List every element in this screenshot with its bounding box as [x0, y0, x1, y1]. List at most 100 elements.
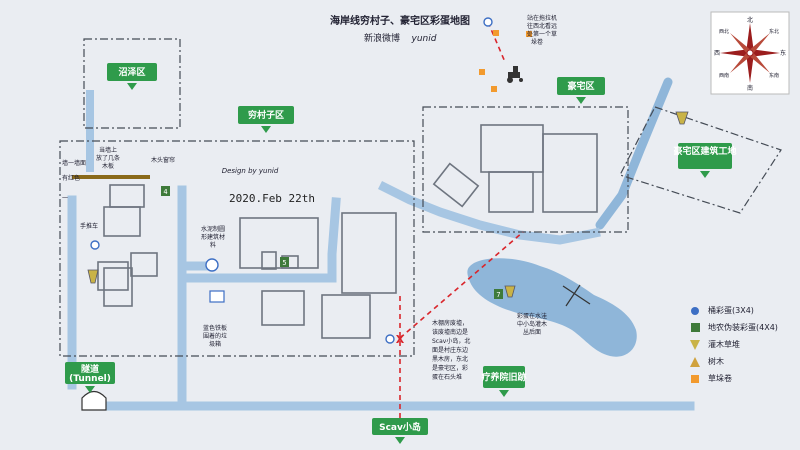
note-hay-line: 处第一个草 — [527, 30, 557, 38]
note-tank-line: 料 — [210, 241, 216, 249]
map-legend: 桶彩蛋(3X4) 地农伪装彩蛋(4X4) 灌木草堆 树木 草垛卷 — [688, 302, 798, 387]
camo-egg-marker-5: 5 — [280, 257, 289, 267]
marker-5-label: 5 — [282, 259, 286, 267]
region-tag-tunnel-label: 隧道 — [81, 363, 99, 375]
iron-board-box-icon — [209, 290, 225, 303]
building — [239, 217, 319, 269]
note-wood-pile: 木头窗帘 — [151, 156, 175, 164]
town-canal — [377, 180, 601, 245]
note-hay: 站在拖拉机 往西北看远 处第一个草 垛卷 — [527, 14, 557, 46]
region-tag-scav-island-label: Scav小岛 — [379, 421, 421, 433]
note-water-tank: 水泥制圆 形建筑材 料 — [201, 225, 225, 249]
region-tag-village-label: 穷村子区 — [248, 109, 284, 121]
legend-item-barrel-egg: 桶彩蛋(3X4) — [688, 302, 798, 319]
marker-7-label: 7 — [496, 291, 500, 299]
design-credit: Design by yunid — [222, 167, 279, 175]
note-west-line: 一 — [62, 195, 68, 202]
note-blue-iron: 蓝色铁板 围着的垃 圾箱 — [203, 324, 227, 348]
x-mark: X — [396, 333, 405, 346]
date-stamp: 2020.Feb 22th — [229, 192, 315, 205]
note-iron-line: 圾箱 — [209, 340, 221, 348]
hay-icon — [688, 373, 702, 385]
camo-egg-marker-7: 7 — [494, 289, 503, 299]
bridge-icon — [562, 284, 591, 307]
note-west-line: 有红色 — [62, 174, 80, 182]
building — [97, 261, 129, 291]
map-title: 海岸线穷村子、豪宅区彩蛋地图 — [330, 14, 470, 27]
bush-icon — [504, 285, 516, 298]
note-lake-line: 丛后面 — [523, 328, 541, 336]
note-plank-line: 当墙上 — [99, 146, 117, 154]
note-scav-line: 面是村庄东边 — [432, 346, 468, 354]
legend-item-camo-egg: 地农伪装彩蛋(4X4) — [688, 319, 798, 336]
note-hay-line: 站在拖拉机 — [527, 14, 557, 22]
tree-icon — [688, 356, 702, 368]
note-scav-line: 是豪宅区，彩 — [432, 364, 468, 372]
mansion-region-boundary — [422, 106, 629, 233]
note-plank-wall: 当墙上 放了几条 木板 — [96, 146, 120, 170]
route-house-mansion — [399, 231, 524, 339]
region-tag-village: 穷村子区 — [238, 106, 294, 133]
legend-label: 灌木草堆 — [708, 340, 740, 349]
building — [103, 206, 141, 237]
region-tag-tunnel-en-label: (Tunnel) — [69, 374, 111, 384]
note-scav-line: 蛋在石头堆 — [432, 373, 462, 381]
camo-egg-marker-4: 4 — [161, 186, 170, 196]
hay-roll-icon — [479, 69, 485, 75]
building — [321, 294, 371, 339]
legend-item-hay: 草垛卷 — [688, 370, 798, 387]
region-tag-scav-island: Scav小岛 — [372, 418, 428, 444]
bush-icon — [87, 269, 99, 284]
swamp-region-boundary — [83, 38, 181, 129]
compass-w: 西 — [714, 50, 720, 57]
note-tank-line: 形建筑材 — [201, 233, 225, 241]
note-plank-line: 放了几条 — [96, 154, 120, 162]
note-tank-line: 水泥制圆 — [201, 225, 225, 233]
building — [432, 162, 480, 208]
legend-label: 桶彩蛋(3X4) — [708, 306, 754, 315]
compass-rose: 北 东北 东 东南 南 西南 西 西北 — [710, 11, 790, 95]
note-scav-line: 该废墟南边是 — [432, 328, 468, 336]
east-river — [595, 77, 673, 230]
note-hay-line: 垛卷 — [531, 38, 543, 46]
building — [261, 290, 305, 326]
building — [480, 124, 544, 173]
note-scav-line: Scav小岛，北 — [432, 337, 470, 345]
village-region-boundary — [59, 140, 415, 357]
hay-roll-icon — [491, 86, 497, 92]
building — [341, 212, 397, 294]
region-tag-mansion-label: 豪宅区 — [567, 80, 594, 92]
note-scav-line: 黑木房，东北 — [432, 355, 468, 363]
note-scav-line: 木棚房废墟， — [432, 319, 468, 327]
building — [109, 184, 145, 208]
building — [261, 251, 277, 270]
legend-label: 树木 — [708, 357, 724, 366]
construction-site-boundary — [619, 106, 782, 214]
barrel-egg-icon — [205, 258, 219, 272]
road-mid-horizontal — [183, 197, 341, 283]
author-signature: yunid — [411, 34, 437, 44]
compass-n: 北 — [747, 16, 753, 24]
region-tag-construction-label: 豪宅区建筑工地 — [673, 145, 736, 157]
region-tag-sanatorium-label: 疗养院旧跡 — [481, 371, 526, 383]
camo-egg-icon — [688, 322, 702, 334]
hay-roll-icon — [526, 31, 532, 37]
compass-e: 东 — [780, 49, 786, 57]
legend-label: 草垛卷 — [708, 374, 732, 383]
legend-item-bush: 灌木草堆 — [688, 336, 798, 353]
note-hay-line: 往西北看远 — [527, 22, 557, 30]
tractor-icon — [507, 66, 523, 83]
barrel-egg-icon — [90, 240, 100, 250]
tunnel-icon — [81, 390, 107, 411]
region-tag-construction: 豪宅区建筑工地 — [673, 143, 737, 178]
compass-s: 南 — [747, 84, 753, 92]
route-tractor-hay — [487, 21, 506, 63]
region-tag-mansion: 豪宅区 — [557, 77, 605, 104]
bush-icon — [688, 339, 702, 351]
note-lake: 彩蛋在水洼 中小岛灌木 丛后面 — [517, 312, 547, 336]
compass-nw: 西北 — [719, 28, 729, 35]
egg-icon — [688, 305, 702, 317]
lake — [467, 258, 637, 357]
